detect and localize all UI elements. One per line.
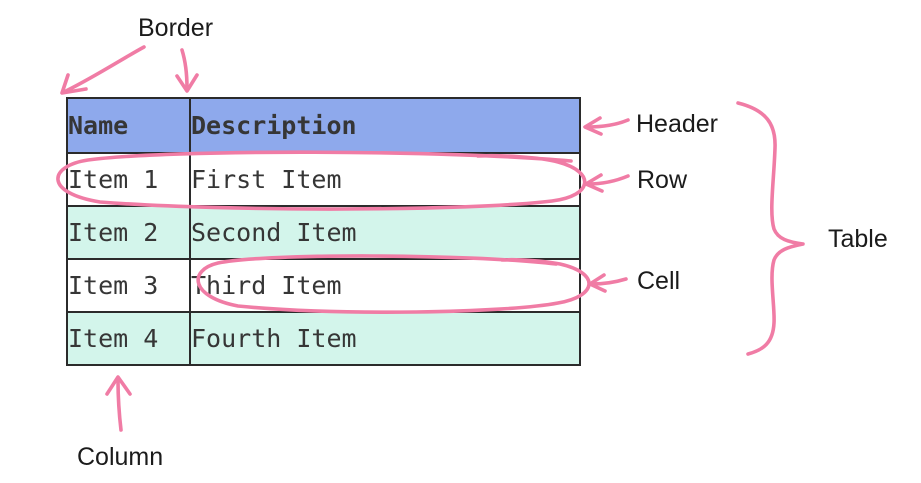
cell-label: Cell: [637, 267, 681, 295]
cell-arrow-icon: [590, 277, 628, 286]
border-arrow-left-icon: [64, 45, 146, 93]
header-label: Header: [636, 110, 718, 138]
border-arrow-right-head-icon: [175, 73, 199, 93]
column-arrow-icon: [116, 378, 123, 432]
table-header-row: Name Description: [66, 97, 581, 154]
table-row: Item 1 First Item: [66, 152, 581, 207]
border-label: Border: [138, 14, 214, 42]
cell-arrow-head-icon: [588, 273, 607, 293]
border-arrow-left-head-icon: [60, 73, 88, 95]
cell-name: Item 2: [66, 205, 191, 260]
cell-description: Second Item: [189, 205, 581, 260]
row-arrow-icon: [586, 174, 630, 186]
header-arrow-head-icon: [583, 116, 603, 136]
column-arrow-head-icon: [105, 375, 132, 396]
header-arrow-icon: [585, 118, 630, 129]
column-header-name: Name: [66, 97, 191, 154]
cell-name: Item 3: [66, 258, 191, 313]
cell-name: Item 4: [66, 311, 191, 366]
table-row: Item 2 Second Item: [66, 205, 581, 260]
row-label: Row: [637, 166, 688, 194]
example-table: Name Description Item 1 First Item Item …: [66, 97, 581, 366]
border-arrow-right-icon: [180, 48, 189, 90]
cell-description: First Item: [189, 152, 581, 207]
table-brace: [736, 101, 805, 356]
cell-name: Item 1: [66, 152, 191, 207]
column-header-description: Description: [189, 97, 581, 154]
cell-description: Third Item: [189, 258, 581, 313]
table-row: Item 4 Fourth Item: [66, 311, 581, 366]
table-row: Item 3 Third Item: [66, 258, 581, 313]
table-label: Table: [828, 225, 888, 253]
row-arrow-head-icon: [584, 173, 604, 193]
cell-description: Fourth Item: [189, 311, 581, 366]
column-label: Column: [77, 443, 164, 471]
